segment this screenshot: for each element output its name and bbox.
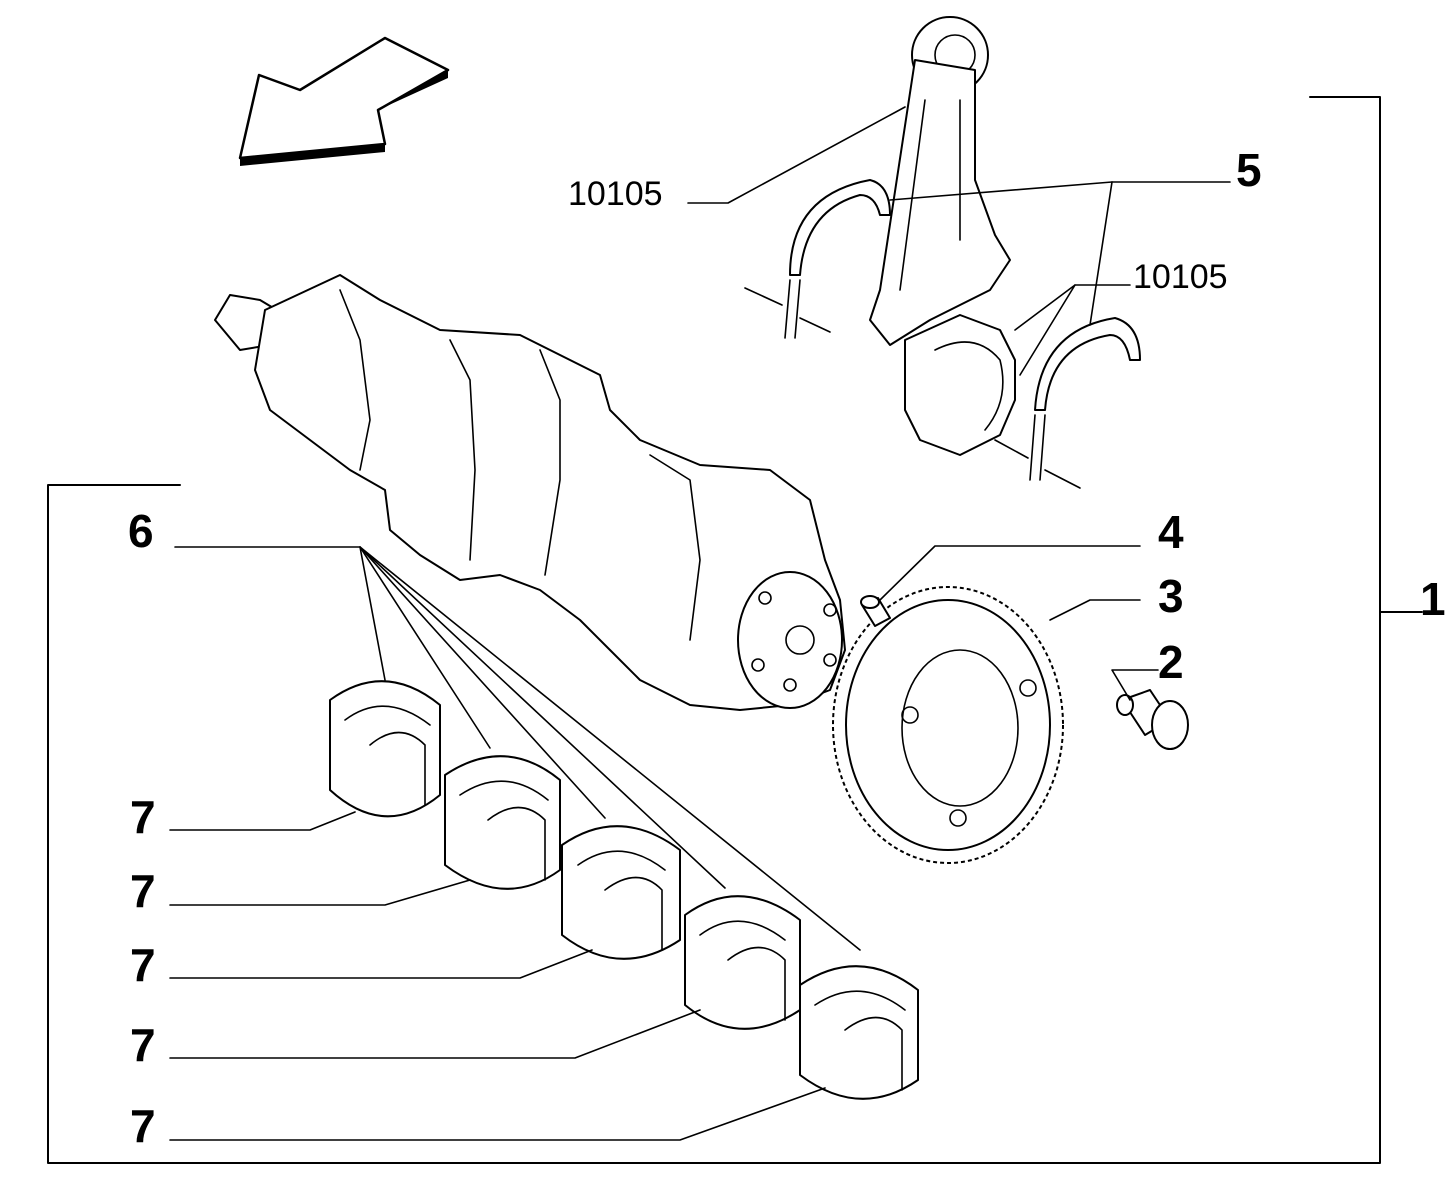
main-bearing-1 bbox=[329, 680, 441, 818]
label-item-7: 7 bbox=[130, 865, 156, 917]
label-item-4: 4 bbox=[1158, 506, 1184, 558]
label-item-7: 7 bbox=[130, 1019, 156, 1071]
label-item-1: 1 bbox=[1420, 573, 1446, 625]
label-item-7: 7 bbox=[130, 791, 156, 843]
label-item-6: 6 bbox=[128, 505, 154, 557]
label-item-3: 3 bbox=[1158, 570, 1184, 622]
direction-arrow-icon bbox=[238, 36, 450, 166]
main-bearing-shells bbox=[329, 680, 919, 1100]
label-ref-lower: 10105 bbox=[1133, 258, 1228, 296]
thickness-marker-upper bbox=[744, 279, 831, 339]
label-item-2: 2 bbox=[1158, 636, 1184, 688]
thrust-washer-upper bbox=[789, 179, 891, 276]
main-bearing-4 bbox=[684, 895, 801, 1030]
dowel-pin bbox=[860, 595, 891, 627]
label-item-7: 7 bbox=[130, 1100, 156, 1152]
connecting-rod bbox=[869, 16, 1011, 346]
assembly-bracket-1 bbox=[47, 96, 1423, 1164]
timing-gear bbox=[832, 586, 1064, 864]
label-item-5: 5 bbox=[1236, 144, 1262, 196]
leader-lines bbox=[169, 106, 1231, 1141]
screw bbox=[1116, 689, 1189, 750]
main-bearing-5 bbox=[799, 965, 919, 1100]
thickness-marker-lower bbox=[994, 414, 1081, 489]
label-item-7: 7 bbox=[130, 939, 156, 991]
thrust-washer-lower bbox=[1034, 317, 1141, 411]
main-bearing-3 bbox=[561, 825, 681, 960]
crankshaft bbox=[214, 274, 846, 711]
rod-bearing-shell bbox=[904, 314, 1016, 456]
label-ref-upper: 10105 bbox=[568, 175, 663, 213]
main-bearing-2 bbox=[444, 755, 561, 890]
